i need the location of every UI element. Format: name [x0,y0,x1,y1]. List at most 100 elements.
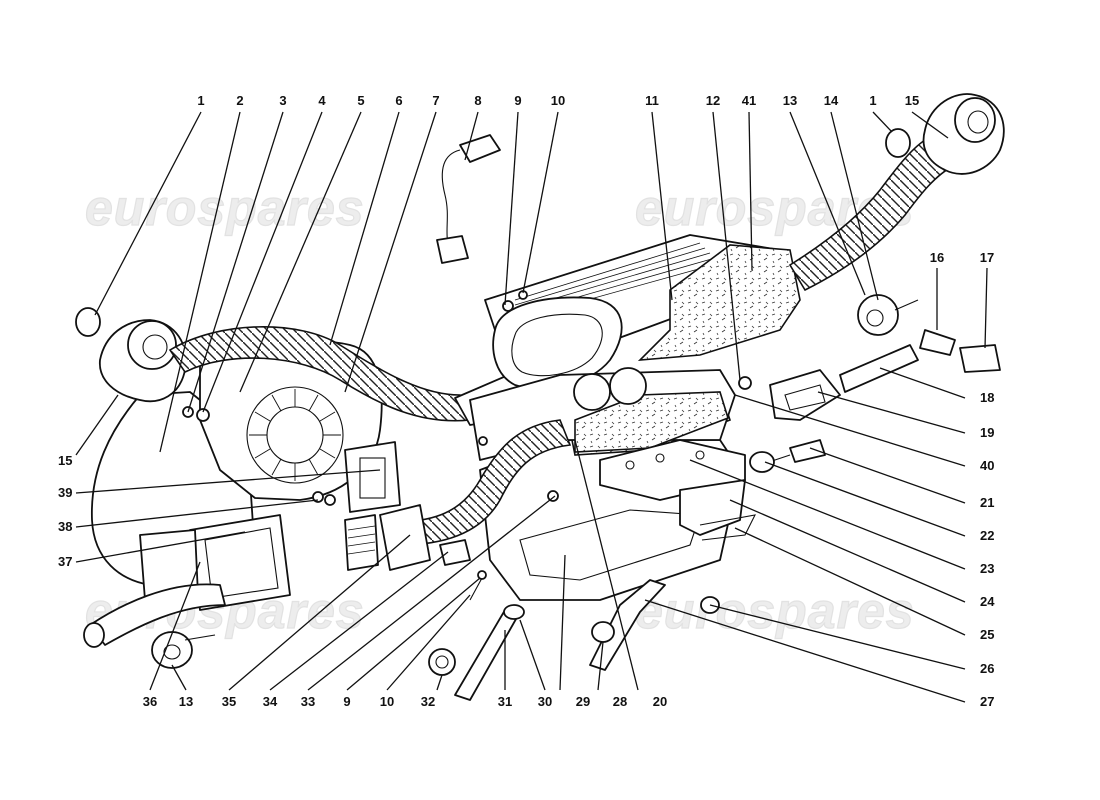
vacuum-actuator-left-cap [163,644,181,660]
outlet-frame-inner [204,527,279,599]
lower-left-tube-end [83,622,105,648]
small-grommet-inner [435,655,449,669]
callout-label: 33 [301,694,315,709]
callout-label: 37 [58,554,72,569]
callout-label: 34 [263,694,278,709]
vacuum-actuator-left [151,631,193,669]
callout-label: 30 [538,694,552,709]
screw-head [502,300,514,312]
drain-pipe [589,579,666,671]
callout-label: 41 [742,93,756,108]
callout-label: 11 [645,93,659,108]
callout-label: 28 [613,694,627,709]
bracket-hole [695,450,705,460]
callout-label: 20 [653,694,667,709]
lower-duct-adapter [379,504,431,571]
water-valve [769,369,841,421]
callout-label: 1 [869,93,876,108]
left-duct-frame-inner [359,457,386,499]
lower-heater-box-panel [519,509,701,581]
small-grommet [428,648,456,676]
callout-label: 17 [980,250,994,265]
screw-head [547,490,559,502]
leader-lines [75,111,988,703]
callout-label: 16 [930,250,944,265]
callout-label: 29 [576,694,590,709]
vacuum-actuator-right-arm [894,299,919,311]
callout-label: 19 [980,425,994,440]
callout-label: 24 [980,594,995,609]
left-outlet-grille-inner [142,334,168,360]
fan-blades [249,389,341,481]
vent-ring-right [609,367,647,405]
rubber-grommet [749,451,775,473]
drain-spout [454,609,521,701]
callout-label: 27 [980,694,994,709]
callout-label: 10 [551,93,565,108]
callout-label: 12 [706,93,720,108]
callout-label: 23 [980,561,994,576]
vacuum-actuator-left-arm [184,634,216,641]
callout-label: 25 [980,627,994,642]
upper-air-box-inlet [492,296,623,390]
support-bracket [679,479,746,536]
vacuum-actuator-right [857,294,899,336]
vacuum-actuator-right-cap [866,309,884,327]
callout-label: 26 [980,661,994,676]
right-outlet-grille-inner [967,110,989,134]
vent-louvre-slats [347,525,376,555]
callout-label: 5 [357,93,364,108]
water-valve-body [784,384,826,411]
callout-label: 38 [58,519,72,534]
vent-ring-left [573,373,611,411]
sensor-connector-bottom [436,235,469,264]
callout-label: 13 [783,93,797,108]
sensor-plug [959,344,1001,373]
callout-label: 10 [380,694,394,709]
nut-small-lower [312,491,324,503]
callout-label: 8 [474,93,481,108]
callout-label: 13 [179,694,193,709]
callout-label: 36 [143,694,157,709]
cable-connector [789,439,826,463]
callout-label: 40 [980,458,994,473]
callout-label: 14 [824,93,839,108]
bracket-hole [655,453,665,463]
water-hose [839,344,919,393]
callout-label: 2 [236,93,243,108]
washer-small [196,408,210,422]
wiring-connector [439,539,471,566]
drain-grommet [591,621,615,643]
callout-label: 31 [498,694,512,709]
support-bracket-flange [699,514,756,541]
callout-labels: 1 2 3 4 5 6 7 8 9 10 11 12 41 13 14 1 15… [58,93,995,709]
clip [738,376,752,390]
o-ring-right [885,128,911,158]
callout-label: 9 [514,93,521,108]
sensor-wire [441,149,461,246]
drain-spout-seal [503,604,525,620]
callout-label: 39 [58,485,72,500]
callout-label: 4 [318,93,326,108]
callout-label: 1 [197,93,204,108]
callout-label: 21 [980,495,994,510]
right-outlet-grille [954,97,996,143]
left-vent-louvre [344,514,379,571]
screw-head [478,436,488,446]
bracket-hole [625,460,635,470]
callout-label: 6 [395,93,402,108]
callout-label: 18 [980,390,994,405]
washer [477,570,487,580]
callout-label: 15 [905,93,919,108]
callout-label: 9 [343,694,350,709]
callout-label: 35 [222,694,236,709]
temperature-sensor [919,329,956,356]
callout-label: 15 [58,453,72,468]
washer-lower [324,494,336,506]
left-duct-frame [344,441,401,513]
fixing-screw [469,577,483,601]
o-ring-left [75,307,101,337]
callout-label: 3 [279,93,286,108]
watermark-text: eurospares [85,180,365,236]
